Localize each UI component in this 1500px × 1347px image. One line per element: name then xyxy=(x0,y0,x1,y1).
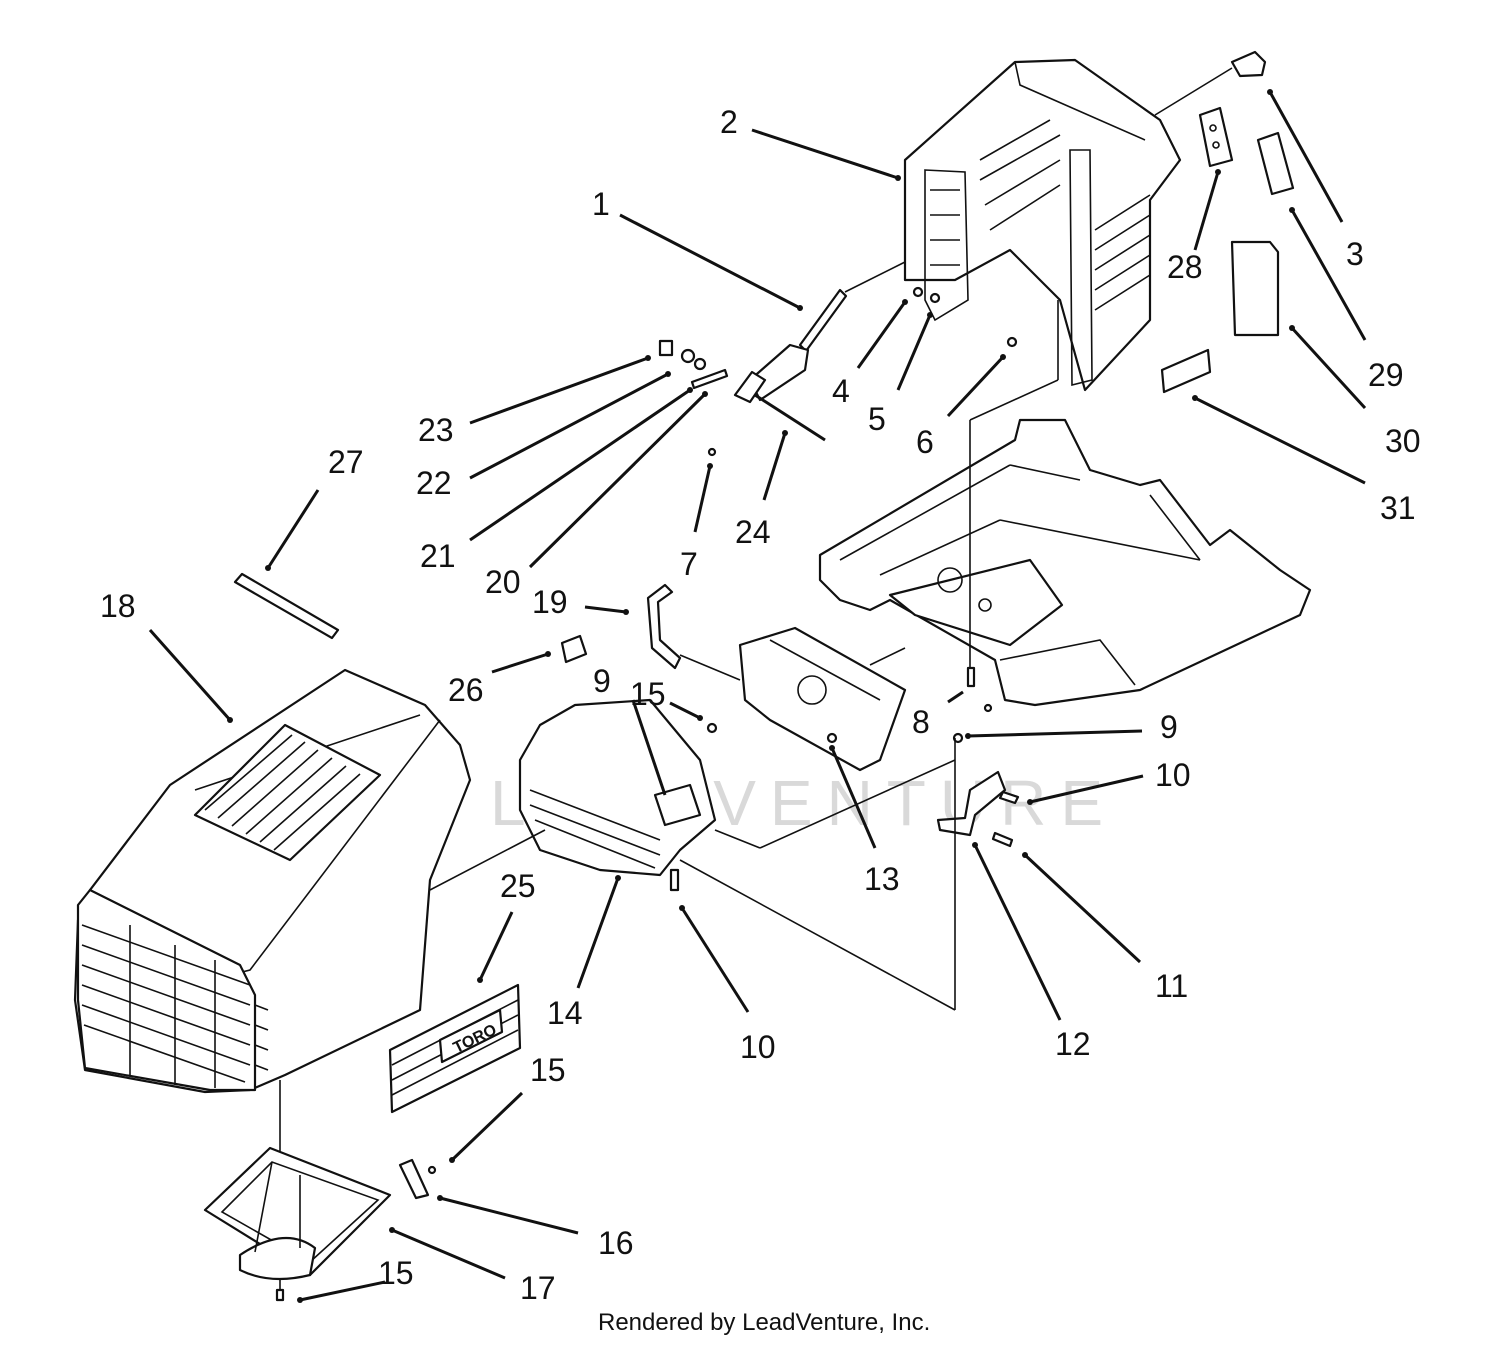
callout-15-bottom: 15 xyxy=(378,1255,414,1291)
hood-part xyxy=(73,668,472,1094)
callout-27: 27 xyxy=(328,444,364,480)
callout-16: 16 xyxy=(598,1225,634,1261)
callout-28: 28 xyxy=(1167,249,1203,285)
callout-11: 11 xyxy=(1155,968,1188,1004)
callout-15-middle: 15 xyxy=(530,1052,566,1088)
square-decal-part xyxy=(560,634,588,664)
callout-4: 4 xyxy=(832,373,850,409)
callout-23: 23 xyxy=(418,412,454,448)
front-bezel-part xyxy=(518,698,717,877)
floor-pan-part xyxy=(818,418,1312,707)
callout-15-top: 15 xyxy=(630,676,666,712)
decal-set xyxy=(1160,106,1295,394)
dash-panel-part xyxy=(679,626,907,772)
hardware-small-parts xyxy=(658,286,1018,457)
rear-body-part xyxy=(903,58,1182,392)
callout-10-bottom: 10 xyxy=(740,1029,776,1065)
callout-8: 8 xyxy=(912,704,930,740)
callout-14: 14 xyxy=(547,995,583,1031)
lever-assembly-part xyxy=(733,261,906,442)
callout-2: 2 xyxy=(720,104,738,140)
leader-lines xyxy=(148,89,1367,1303)
knob-part xyxy=(1230,50,1267,78)
callout-12: 12 xyxy=(1055,1026,1091,1062)
callout-3: 3 xyxy=(1346,236,1364,272)
callout-20: 20 xyxy=(485,564,521,600)
callout-13: 13 xyxy=(864,861,900,897)
callout-24: 24 xyxy=(735,514,771,550)
callout-18: 18 xyxy=(100,588,136,624)
intake-frame-part xyxy=(203,1146,437,1302)
callout-21: 21 xyxy=(420,538,456,574)
callout-6: 6 xyxy=(916,424,934,460)
callout-7: 7 xyxy=(680,546,698,582)
callout-17: 17 xyxy=(520,1270,556,1306)
callout-labels: 1 2 3 4 5 6 7 8 9 9 10 10 11 12 13 14 15… xyxy=(100,104,1421,1306)
callout-9-right: 9 xyxy=(1160,709,1178,745)
callout-31: 31 xyxy=(1380,490,1416,526)
credit-line: Rendered by LeadVenture, Inc. xyxy=(598,1309,930,1336)
bolt-hardware xyxy=(669,666,1020,892)
bracket-part xyxy=(646,583,682,670)
callout-25: 25 xyxy=(500,868,536,904)
strip-decal-part xyxy=(233,572,340,640)
callout-9-left: 9 xyxy=(593,663,611,699)
callout-10-right: 10 xyxy=(1155,757,1191,793)
callout-1: 1 xyxy=(592,186,610,222)
side-decal-part: TORO xyxy=(388,983,522,1114)
callout-5: 5 xyxy=(868,401,886,437)
callout-26: 26 xyxy=(448,672,484,708)
callout-30: 30 xyxy=(1385,423,1421,459)
callout-19: 19 xyxy=(532,584,568,620)
callout-22: 22 xyxy=(416,465,452,501)
callout-29: 29 xyxy=(1368,357,1404,393)
